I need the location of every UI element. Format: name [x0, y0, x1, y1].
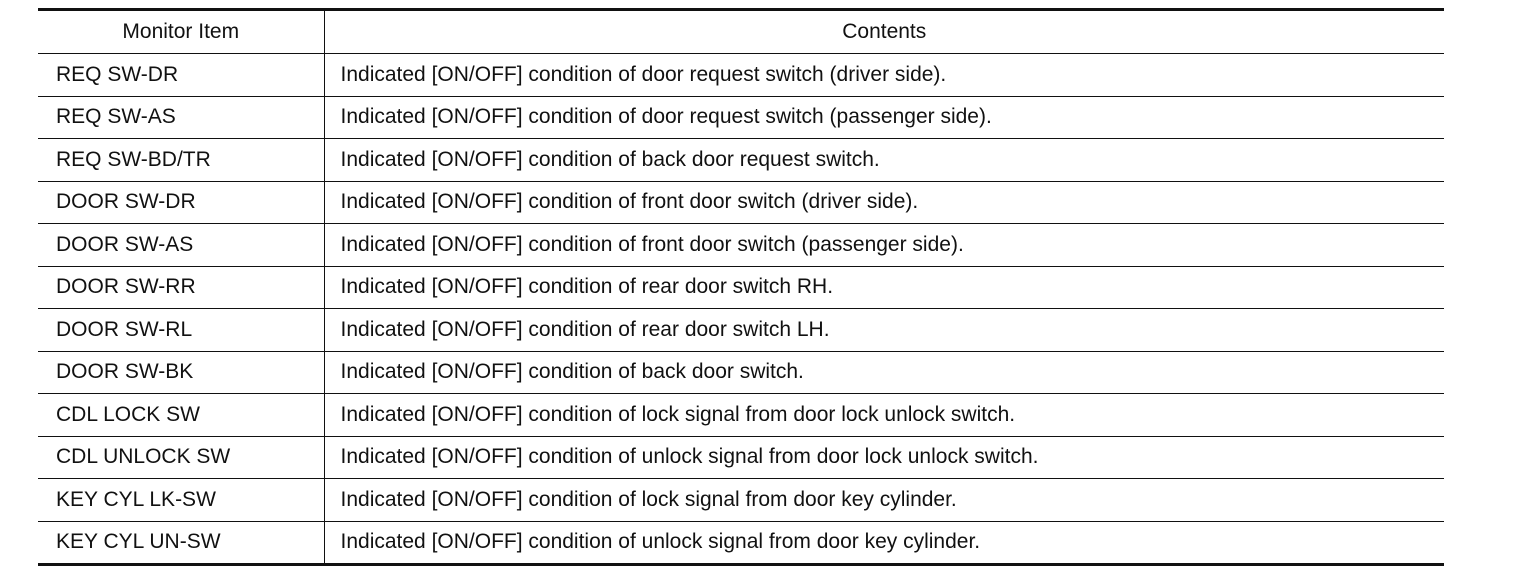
table-header-row: Monitor Item Contents [38, 8, 1444, 54]
contents-cell: Indicated [ON/OFF] condition of door req… [324, 96, 1444, 139]
monitor-item-cell: REQ SW-AS [38, 96, 325, 139]
table-row: DOOR SW-DR Indicated [ON/OFF] condition … [38, 181, 1444, 224]
table-row: CDL UNLOCK SW Indicated [ON/OFF] conditi… [38, 436, 1444, 479]
monitor-item-cell: CDL UNLOCK SW [38, 436, 325, 479]
contents-cell: Indicated [ON/OFF] condition of back doo… [324, 351, 1444, 394]
table-row: REQ SW-DR Indicated [ON/OFF] condition o… [38, 53, 1444, 97]
table-row: CDL LOCK SW Indicated [ON/OFF] condition… [38, 393, 1444, 437]
table-row: REQ SW-AS Indicated [ON/OFF] condition o… [38, 96, 1444, 139]
table-row: REQ SW-BD/TR Indicated [ON/OFF] conditio… [38, 138, 1444, 182]
contents-cell: Indicated [ON/OFF] condition of lock sig… [324, 393, 1444, 437]
contents-cell: Indicated [ON/OFF] condition of unlock s… [324, 521, 1444, 566]
contents-cell: Indicated [ON/OFF] condition of unlock s… [324, 436, 1444, 479]
monitor-item-cell: CDL LOCK SW [38, 393, 325, 437]
contents-cell: Indicated [ON/OFF] condition of lock sig… [324, 478, 1444, 522]
contents-cell: Indicated [ON/OFF] condition of rear doo… [324, 308, 1444, 352]
monitor-item-cell: DOOR SW-BK [38, 351, 325, 394]
contents-cell: Indicated [ON/OFF] condition of rear doo… [324, 266, 1444, 309]
contents-cell: Indicated [ON/OFF] condition of door req… [324, 53, 1444, 97]
table-row: DOOR SW-BK Indicated [ON/OFF] condition … [38, 351, 1444, 394]
monitor-item-table: Monitor Item Contents REQ SW-DR Indicate… [38, 8, 1444, 566]
contents-cell: Indicated [ON/OFF] condition of front do… [324, 223, 1444, 267]
monitor-item-cell: KEY CYL LK-SW [38, 478, 325, 522]
monitor-item-cell: REQ SW-DR [38, 53, 325, 97]
monitor-item-cell: DOOR SW-RL [38, 308, 325, 352]
monitor-item-cell: DOOR SW-RR [38, 266, 325, 309]
contents-cell: Indicated [ON/OFF] condition of front do… [324, 181, 1444, 224]
table-row: KEY CYL LK-SW Indicated [ON/OFF] conditi… [38, 478, 1444, 522]
table-row: DOOR SW-RR Indicated [ON/OFF] condition … [38, 266, 1444, 309]
monitor-item-cell: REQ SW-BD/TR [38, 138, 325, 182]
monitor-item-cell: DOOR SW-DR [38, 181, 325, 224]
monitor-item-cell: KEY CYL UN-SW [38, 521, 325, 566]
contents-cell: Indicated [ON/OFF] condition of back doo… [324, 138, 1444, 182]
table-row: KEY CYL UN-SW Indicated [ON/OFF] conditi… [38, 521, 1444, 566]
header-monitor-item: Monitor Item [38, 8, 325, 54]
table-row: DOOR SW-AS Indicated [ON/OFF] condition … [38, 223, 1444, 267]
header-contents: Contents [324, 8, 1444, 54]
monitor-item-cell: DOOR SW-AS [38, 223, 325, 267]
table-row: DOOR SW-RL Indicated [ON/OFF] condition … [38, 308, 1444, 352]
